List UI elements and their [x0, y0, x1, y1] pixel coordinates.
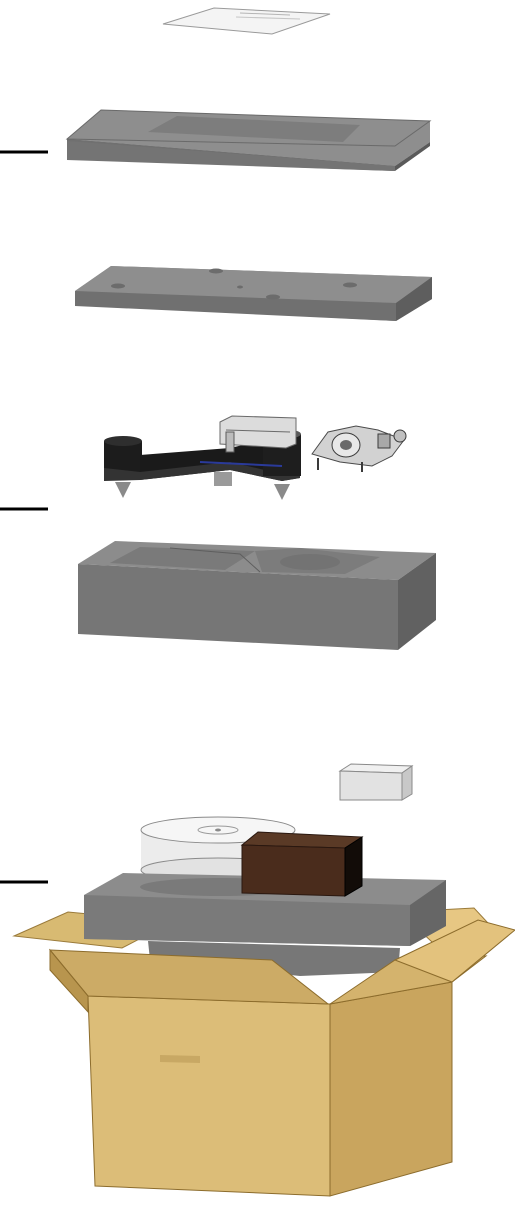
foam-spacer-plate: [75, 266, 432, 321]
instruction-sheet: [163, 8, 330, 34]
turntable-plinth: [104, 416, 301, 500]
motor-unit: [242, 832, 362, 896]
tonearm: [312, 426, 406, 472]
top-foam-lid: [67, 110, 430, 171]
foam-insert-block: [78, 541, 436, 650]
small-box: [340, 764, 412, 800]
